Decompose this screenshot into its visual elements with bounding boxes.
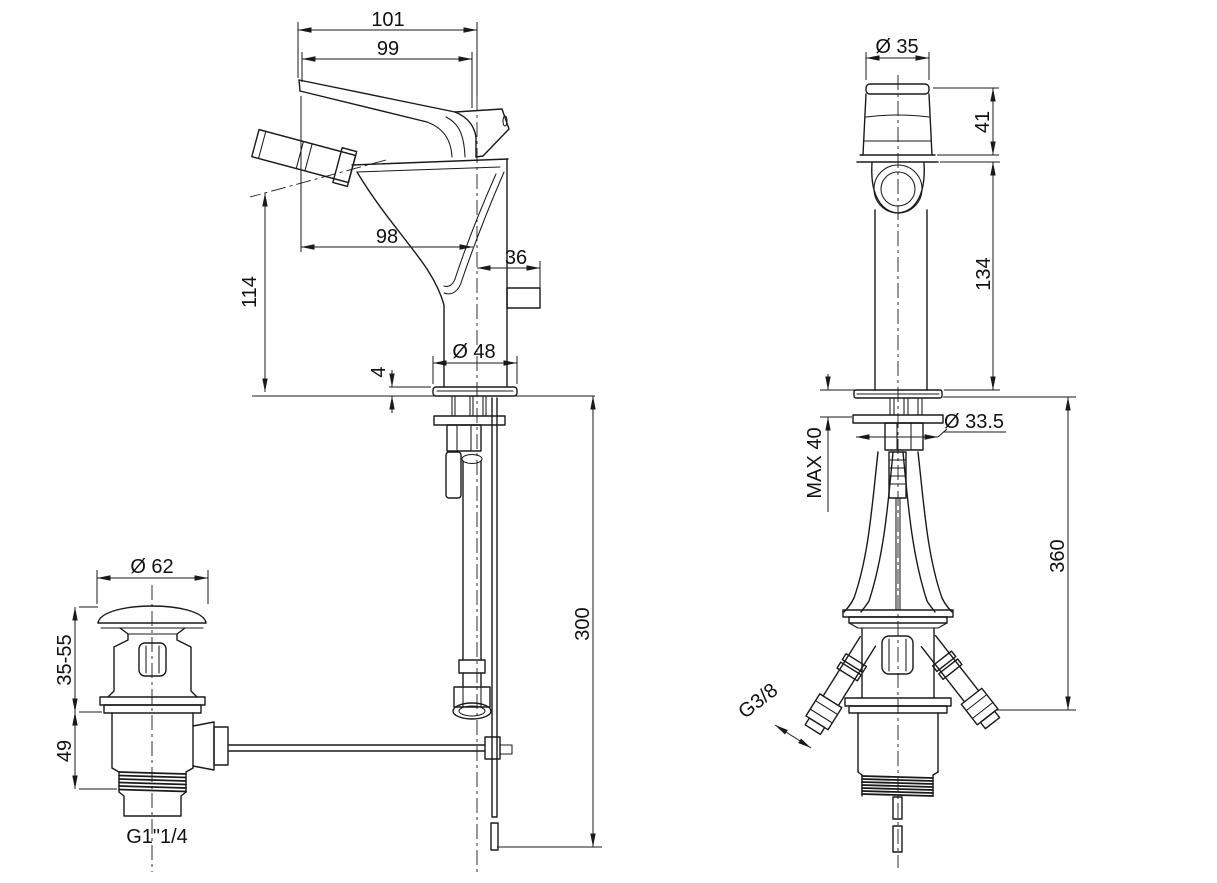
dim-drain-body-label: 49 [54, 740, 76, 762]
dim-body-height-label: 134 [973, 257, 995, 290]
dim-spout-reach-label: 98 [376, 226, 398, 248]
dim-handle-label: 99 [377, 38, 399, 60]
drain-side [97, 605, 229, 817]
drain-thread-label: G1"1/4 [126, 826, 188, 848]
dim-supply-drop-label: 360 [1047, 539, 1069, 572]
dim-handle-total-label: 101 [371, 9, 404, 31]
aerator-spout [251, 128, 358, 188]
mixer-front-outline [856, 83, 939, 391]
mixer-side-outline [298, 79, 541, 388]
underdeck-left [227, 395, 513, 851]
dim-spout-height-label: 114 [239, 276, 261, 308]
dim-handle-dia-label: Ø 35 [875, 36, 918, 58]
front-view: Ø 35 41 134 MAX 40 Ø 33.5 360 G3/8 [734, 36, 1076, 868]
supply-thread-label: G3/8 [734, 679, 782, 723]
dim-cap-dia-label: Ø 62 [130, 556, 173, 578]
dim-hose-drop-label: 300 [572, 607, 594, 640]
dim-plate-thickness-label: 4 [368, 366, 390, 377]
dim-hole-dia-label: Ø 33.5 [944, 411, 1004, 433]
supply-hoses [843, 451, 953, 613]
dim-side-outlet-label: 36 [505, 247, 527, 269]
deck-left [252, 386, 595, 397]
aerator-centerline [249, 159, 387, 198]
dim-handle-height-label: 41 [972, 111, 994, 133]
dim-base-dia-label: Ø 48 [452, 341, 495, 363]
side-view: 101 99 98 36 114 Ø 48 4 300 Ø 62 [54, 9, 602, 875]
dimensions-side: 101 99 98 36 114 Ø 48 4 300 Ø 62 [54, 9, 602, 848]
dim-max-thickness-label: MAX 40 [804, 427, 826, 498]
drain-front [804, 609, 1001, 853]
dimensions-front: Ø 35 41 134 MAX 40 Ø 33.5 360 G3/8 [734, 36, 1076, 749]
dim-drain-top-label: 35-55 [54, 634, 76, 685]
